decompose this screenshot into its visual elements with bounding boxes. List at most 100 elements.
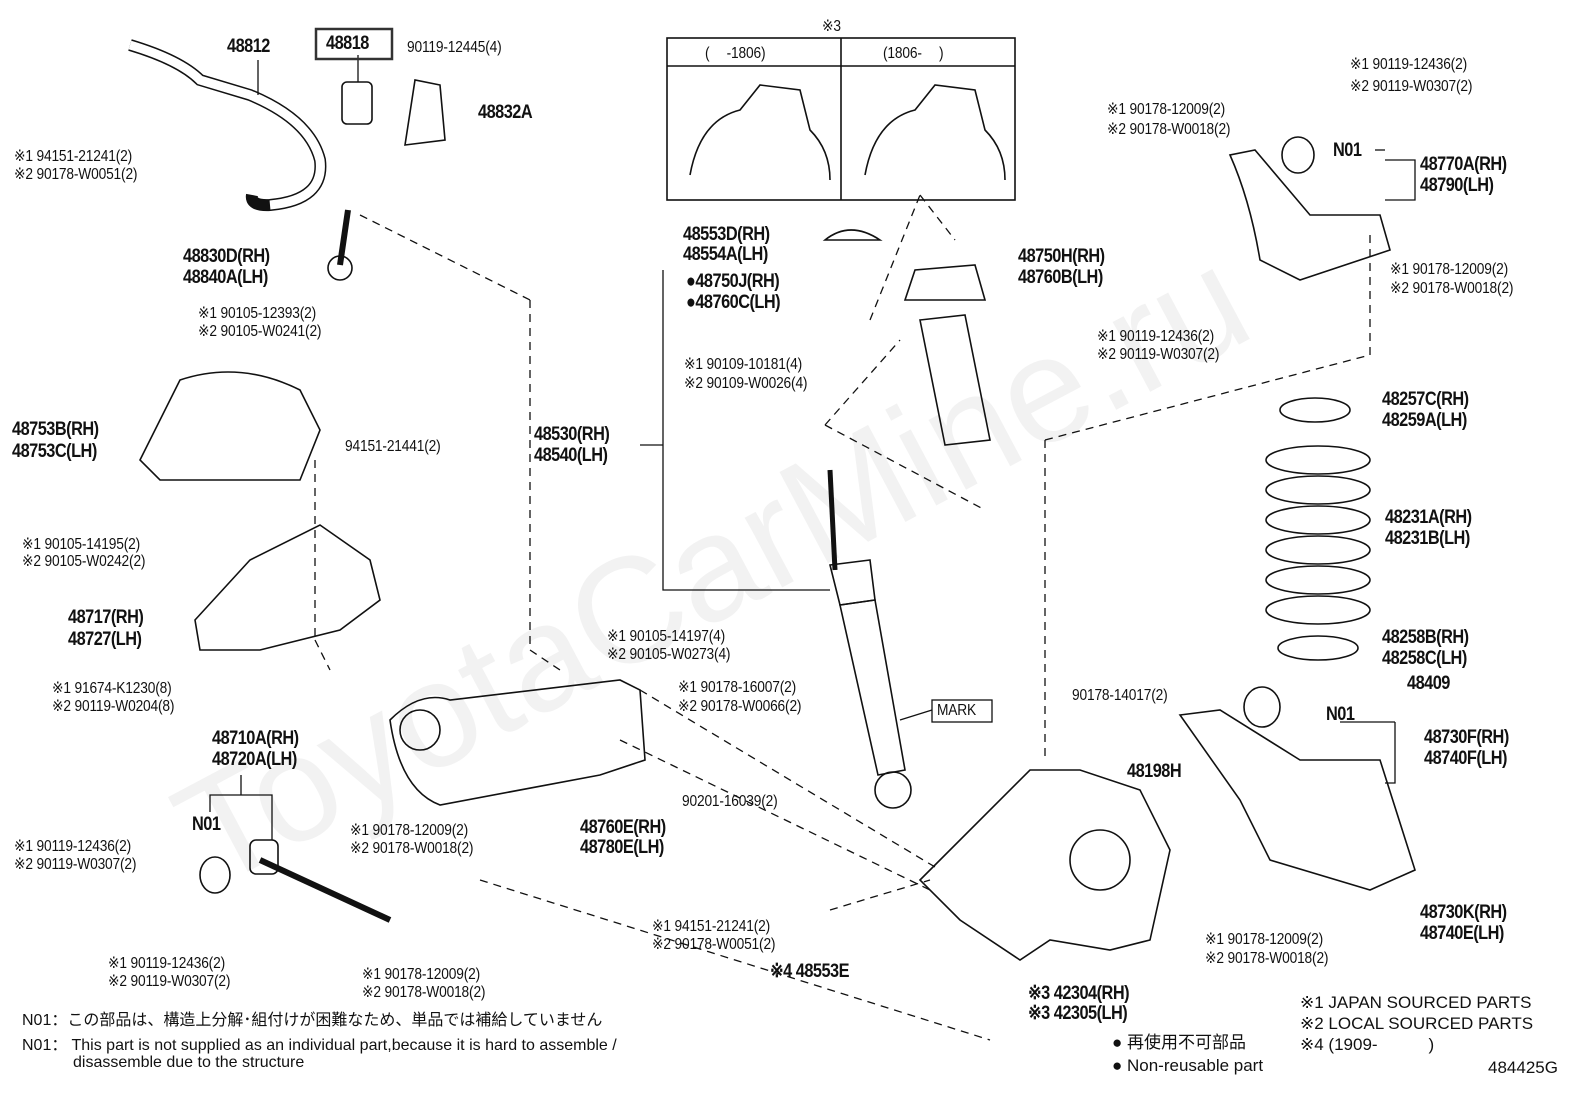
part-label[interactable]: 48717(RH)	[68, 607, 144, 628]
part-label[interactable]: 48258C(LH)	[1382, 648, 1467, 669]
part-label[interactable]: ※1 91674-K1230(8)	[52, 680, 172, 697]
part-label[interactable]: ※3 42304(RH)	[1028, 983, 1130, 1004]
part-label[interactable]: ※2 90178-W0018(2)	[350, 840, 474, 857]
lower-arm-bracket	[194, 524, 381, 651]
knuckle	[918, 769, 1171, 961]
part-label[interactable]: ※1 90178-12009(2)	[1205, 931, 1324, 948]
part-label[interactable]: 48750H(RH)	[1018, 246, 1105, 267]
part-label[interactable]: ●48750J(RH)	[686, 271, 780, 292]
shock-absorber	[839, 599, 906, 776]
part-label[interactable]: 48720A(LH)	[212, 749, 297, 770]
part-label[interactable]: ※2 90178-W0051(2)	[14, 166, 138, 183]
part-label[interactable]: ※1 90105-12393(2)	[198, 305, 317, 322]
part-label[interactable]: ※1 90178-12009(2)	[362, 966, 481, 983]
part-label[interactable]: ※1 90178-16007(2)	[678, 679, 797, 696]
part-label[interactable]: ※1 90109-10181(4)	[684, 356, 803, 373]
inset-left-range: ( -1806)	[705, 45, 766, 62]
part-label[interactable]: ●48760C(LH)	[686, 292, 781, 313]
part-label[interactable]: ※1 90119-12436(2)	[108, 955, 225, 972]
bushing	[341, 81, 373, 125]
mark-label: MARK	[937, 702, 977, 719]
part-label[interactable]: 48530(RH)	[534, 424, 610, 445]
part-label[interactable]: 48231B(LH)	[1385, 528, 1470, 549]
part-label[interactable]: ※2 90105-W0242(2)	[22, 553, 146, 570]
part-label[interactable]: 48727(LH)	[68, 629, 142, 650]
part-label[interactable]: 48790(LH)	[1420, 175, 1494, 196]
part-label[interactable]: ※2 90119-W0307(2)	[1097, 346, 1220, 363]
part-label[interactable]: ※1 90178-12009(2)	[1390, 261, 1509, 278]
part-label[interactable]: ※2 90178-W0018(2)	[1390, 280, 1514, 297]
part-label[interactable]: 48554A(LH)	[683, 244, 768, 265]
part-label[interactable]: 48812	[227, 36, 270, 57]
part-label[interactable]: 48730F(RH)	[1424, 727, 1509, 748]
part-label[interactable]: ※2 90119-W0204(8)	[52, 698, 175, 715]
part-label[interactable]: ※1 90119-12436(2)	[14, 838, 131, 855]
n01-label: N01	[192, 814, 221, 835]
dust-boot	[919, 314, 991, 446]
legend-japan-sourced: ※1 JAPAN SOURCED PARTS	[1300, 993, 1532, 1012]
part-label[interactable]: ※2 90178-W0066(2)	[678, 698, 802, 715]
part-label[interactable]: ※2 90105-W0273(4)	[607, 646, 731, 663]
part-label[interactable]: 48231A(RH)	[1385, 507, 1472, 528]
lower-control-arm	[1178, 709, 1416, 891]
part-label-highlighted[interactable]: 48818	[326, 33, 369, 54]
illustration-code: 484425G	[1488, 1058, 1558, 1077]
part-label[interactable]: ※1 94151-21241(2)	[14, 148, 133, 165]
part-label[interactable]: 48740F(LH)	[1424, 748, 1507, 769]
part-label[interactable]: 48710A(RH)	[212, 728, 299, 749]
n01-label: N01	[1333, 140, 1362, 161]
part-label[interactable]: 94151-21441(2)	[345, 438, 441, 455]
upper-control-arm	[1228, 149, 1391, 281]
legend-nonreusable-en: ● Non-reusable part	[1112, 1056, 1264, 1075]
part-label[interactable]: ※2 90119-W0307(2)	[108, 973, 231, 990]
part-label[interactable]: ※2 90178-W0051(2)	[652, 936, 776, 953]
part-label[interactable]: 90178-14017(2)	[1072, 687, 1168, 704]
inset-title: ※3	[822, 18, 841, 35]
part-label[interactable]: 48540(LH)	[534, 445, 608, 466]
trailing-arm	[389, 679, 646, 806]
legend-s4-range: ※4 (1909- )	[1300, 1035, 1435, 1054]
part-label[interactable]: ※3 42305(LH)	[1028, 1003, 1128, 1024]
part-label[interactable]: ※1 90178-12009(2)	[1107, 101, 1226, 118]
part-label[interactable]: ※2 90119-W0307(2)	[1350, 78, 1473, 95]
part-label[interactable]: ※4 48553E	[770, 961, 850, 982]
part-label[interactable]: ※2 90178-W0018(2)	[1107, 121, 1231, 138]
part-label[interactable]: 48553D(RH)	[683, 224, 770, 245]
part-label[interactable]: 48409	[1407, 673, 1450, 694]
knuckle-inset-left	[689, 84, 831, 181]
part-label[interactable]: ※1 94151-21241(2)	[652, 918, 771, 935]
highlight-box-48818	[314, 27, 394, 61]
part-label[interactable]: ※1 90105-14195(2)	[22, 536, 141, 553]
part-label[interactable]: 48830D(RH)	[183, 246, 270, 267]
part-label[interactable]: ※2 90119-W0307(2)	[14, 856, 137, 873]
part-label[interactable]: 48198H	[1127, 761, 1182, 782]
part-label[interactable]: 48753B(RH)	[12, 419, 99, 440]
part-label[interactable]: ※2 90178-W0018(2)	[1205, 950, 1329, 967]
part-label[interactable]: ※2 90178-W0018(2)	[362, 984, 486, 1001]
part-label[interactable]: 48770A(RH)	[1420, 154, 1507, 175]
note-n01-en-cont: disassemble due to the structure	[73, 1054, 305, 1071]
part-label[interactable]: 48780E(LH)	[580, 837, 664, 858]
inset-right-range: (1806- )	[883, 45, 944, 62]
part-label[interactable]: 48760E(RH)	[580, 817, 666, 838]
part-label[interactable]: ※1 90105-14197(4)	[607, 628, 726, 645]
knuckle-inset-right	[864, 84, 1006, 181]
part-label[interactable]: ※2 90109-W0026(4)	[684, 375, 808, 392]
part-label[interactable]: ※1 90178-12009(2)	[350, 822, 469, 839]
part-label[interactable]: ※1 90119-12436(2)	[1097, 328, 1214, 345]
part-label[interactable]: 48730K(RH)	[1420, 902, 1507, 923]
part-label[interactable]: 48258B(RH)	[1382, 627, 1469, 648]
part-label[interactable]: 48760B(LH)	[1018, 267, 1103, 288]
part-label[interactable]: 48753C(LH)	[12, 441, 97, 462]
part-label[interactable]: 48740E(LH)	[1420, 923, 1504, 944]
part-label[interactable]: 48832A	[478, 102, 533, 123]
part-label[interactable]: ※2 90105-W0241(2)	[198, 323, 322, 340]
part-label[interactable]: 48840A(LH)	[183, 267, 268, 288]
part-label[interactable]: 48257C(RH)	[1382, 389, 1469, 410]
part-label[interactable]: 48259A(LH)	[1382, 410, 1467, 431]
part-label[interactable]: ※1 90119-12436(2)	[1350, 56, 1467, 73]
part-label[interactable]: 90119-12445(4)	[407, 39, 502, 56]
note-n01-jp: N01：この部品は、構造上分解･組付けが困難なため、単品では補給していません	[22, 1012, 603, 1029]
part-label[interactable]: 90201-16039(2)	[682, 793, 778, 810]
